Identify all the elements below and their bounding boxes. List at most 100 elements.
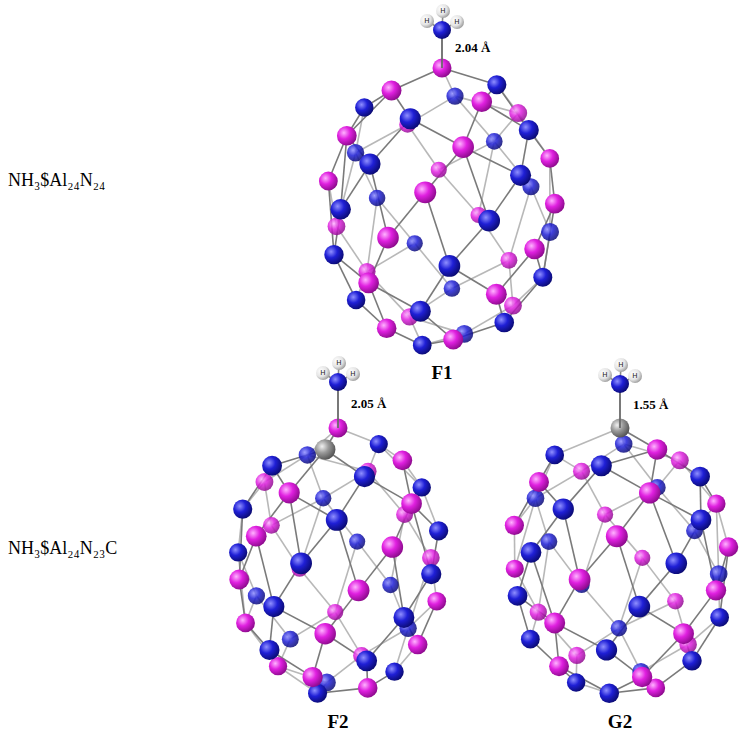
nitrogen-atom xyxy=(262,456,282,476)
aluminium-atom xyxy=(597,506,613,522)
nitrogen-atom xyxy=(611,620,627,636)
aluminium-atom xyxy=(544,612,565,633)
aluminium-atom xyxy=(382,536,404,558)
nitrogen-atom xyxy=(710,565,728,583)
figure-label: F1 xyxy=(431,362,452,384)
nitrogen-atom xyxy=(263,596,284,617)
nitrogen-atom xyxy=(628,596,650,618)
atom-label: H xyxy=(336,360,341,367)
cage-bond xyxy=(617,536,639,606)
nitrogen-atom xyxy=(393,607,414,628)
atom-label: H xyxy=(602,372,607,379)
aluminium-atom xyxy=(504,297,522,315)
aluminium-atom xyxy=(506,560,524,578)
nitrogen-atom xyxy=(439,255,461,277)
aluminium-atom xyxy=(706,580,726,600)
nitrogen-atom xyxy=(599,684,619,704)
nitrogen-atom xyxy=(429,521,448,540)
aluminium-atom xyxy=(269,657,287,675)
aluminium-atom xyxy=(530,603,547,620)
atom-label: H xyxy=(632,373,637,380)
nitrogen-atom xyxy=(591,455,612,476)
nitrogen-atom xyxy=(326,509,348,531)
cage-bond xyxy=(425,192,449,266)
cage-bond xyxy=(356,124,408,152)
aluminium-atom xyxy=(327,604,343,620)
aluminium-atom xyxy=(671,451,689,469)
aluminium-atom xyxy=(279,482,300,503)
aluminium-atom xyxy=(314,623,336,645)
nitrogen-atom xyxy=(282,631,299,648)
nitrogen-atom xyxy=(248,587,265,604)
aluminium-atom xyxy=(501,252,518,269)
nitrogen-atom xyxy=(691,510,712,531)
ammonia-molecule xyxy=(598,358,642,428)
nitrogen-atom xyxy=(567,673,585,691)
aluminium-atom xyxy=(319,172,338,191)
aluminium-atom xyxy=(443,330,463,350)
cage-bond xyxy=(582,585,619,628)
nitrogen-atom xyxy=(494,313,514,333)
cage-cluster xyxy=(229,419,448,703)
ammonia-molecule xyxy=(316,356,360,428)
nitrogen-atom xyxy=(410,301,431,322)
aluminium-atom xyxy=(573,463,590,480)
cage-bond xyxy=(337,520,359,590)
nitrogen-atom xyxy=(596,639,617,660)
cage-bond xyxy=(657,487,694,530)
nitrogen-atom xyxy=(382,577,398,593)
cage-cluster xyxy=(319,59,565,355)
aluminium-atom xyxy=(337,126,357,146)
aluminium-atom xyxy=(540,149,559,168)
aluminium-atom xyxy=(414,181,436,203)
formula-label: NH₃$Al₂₄N₂₄ xyxy=(8,170,105,191)
formula-label: NH₃$Al₂₄N₂₃C xyxy=(8,538,117,559)
nitrogen-atom xyxy=(370,435,388,453)
nitrogen-atom xyxy=(233,499,252,518)
nitrogen-atom xyxy=(521,542,542,563)
cage-bond xyxy=(439,170,479,215)
aluminium-atom xyxy=(431,162,447,178)
aluminium-atom xyxy=(358,678,378,698)
aluminium-atom xyxy=(568,647,585,664)
nitrogen-atom xyxy=(315,490,331,506)
cage-bond xyxy=(300,569,336,612)
atom-label: H xyxy=(320,370,325,377)
aluminium-atom xyxy=(667,593,684,610)
nitrogen-atom xyxy=(229,543,247,561)
distance-label: 2.04 Å xyxy=(455,41,490,56)
ammonia-molecule xyxy=(420,4,464,68)
aluminium-atom xyxy=(639,482,660,503)
atom-label: H xyxy=(440,8,445,15)
carbon-atom xyxy=(315,439,336,460)
nitrogen-atom xyxy=(553,498,574,519)
nitrogen-atom xyxy=(290,552,312,574)
aluminium-atom xyxy=(377,227,399,249)
aluminium-atom xyxy=(452,136,474,158)
nitrogen-atom xyxy=(356,650,377,671)
aluminium-atom xyxy=(236,613,255,632)
aluminium-atom xyxy=(382,80,402,100)
hydrogen-atom xyxy=(316,366,330,380)
cage-bond xyxy=(650,493,677,563)
aluminium-atom xyxy=(569,569,591,591)
cage-bond xyxy=(716,504,718,574)
nitrogen-atom xyxy=(444,280,461,297)
aluminium-atom xyxy=(263,517,280,534)
atom-label: H xyxy=(454,19,459,26)
nitrogen-atom xyxy=(682,651,702,671)
nitrogen-atom xyxy=(355,98,373,116)
atom-label: H xyxy=(350,371,355,378)
nitrogen-atom xyxy=(369,190,386,207)
aluminium-atom xyxy=(486,284,507,305)
aluminium-atom xyxy=(348,579,370,601)
distance-label: 1.55 Å xyxy=(633,398,668,413)
aluminium-atom xyxy=(302,667,322,687)
nitrogen-atom xyxy=(299,446,316,463)
hydrogen-atom xyxy=(420,14,434,28)
cage-bond xyxy=(367,198,377,272)
nitrogen-atom xyxy=(541,223,559,241)
aluminium-atom xyxy=(393,451,413,471)
nitrogen-atom xyxy=(330,199,350,219)
